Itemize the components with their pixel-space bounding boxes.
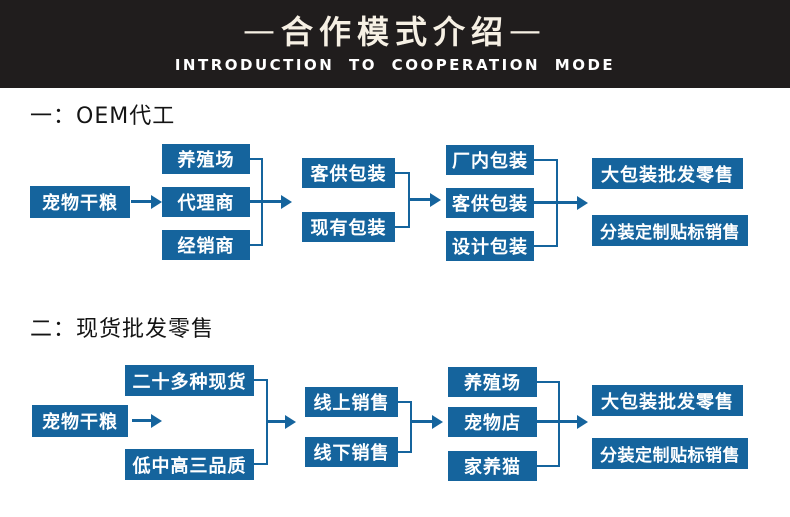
node-factory-packaging: 厂内包装 bbox=[446, 145, 534, 175]
title-dash-left: — bbox=[242, 11, 281, 50]
node-house-cat: 家养猫 bbox=[448, 451, 537, 481]
connector-line bbox=[537, 381, 560, 383]
page-title-text: 合作模式介绍 bbox=[280, 13, 509, 52]
connector-line bbox=[410, 420, 433, 423]
connector-line bbox=[537, 465, 560, 467]
arrow-icon bbox=[151, 195, 162, 209]
arrow-icon bbox=[430, 193, 441, 207]
connector-line bbox=[408, 198, 431, 201]
connector-line bbox=[131, 200, 152, 203]
node-custom-label-sales-1: 分装定制贴标销售 bbox=[592, 215, 748, 246]
connector-line bbox=[537, 420, 578, 423]
connector-line bbox=[254, 463, 268, 465]
connector-line bbox=[534, 245, 558, 247]
node-offline-sales: 线下销售 bbox=[305, 437, 398, 467]
section-title-oem: 一：OEM代工 bbox=[30, 104, 176, 129]
header-banner: —合作模式介绍— INTRODUCTION TO COOPERATION MOD… bbox=[0, 0, 790, 88]
node-customer-packaging-2: 客供包装 bbox=[446, 188, 534, 218]
node-existing-packaging: 现有包装 bbox=[302, 212, 395, 242]
node-distributor: 经销商 bbox=[162, 230, 250, 260]
connector-line bbox=[534, 201, 578, 204]
node-custom-label-sales-2: 分装定制贴标销售 bbox=[592, 438, 748, 469]
arrow-icon bbox=[577, 415, 588, 429]
node-quality-grades: 低中高三品质 bbox=[125, 449, 254, 480]
connector-line bbox=[254, 379, 268, 381]
connector-line bbox=[250, 200, 282, 203]
connector-line bbox=[395, 226, 409, 228]
node-pet-store: 宠物店 bbox=[448, 407, 537, 437]
node-pet-dry-food-1: 宠物干粮 bbox=[30, 186, 130, 218]
node-farm-2: 养殖场 bbox=[448, 367, 537, 397]
connector-line bbox=[250, 244, 263, 246]
connector-line bbox=[410, 401, 412, 453]
connector-line bbox=[266, 420, 286, 423]
arrow-icon bbox=[432, 415, 443, 429]
connector-line bbox=[395, 172, 409, 174]
connector-line bbox=[250, 158, 263, 160]
arrow-icon bbox=[281, 195, 292, 209]
connector-line bbox=[558, 381, 560, 467]
connector-line bbox=[398, 451, 412, 453]
arrow-icon bbox=[285, 415, 296, 429]
node-pet-dry-food-2: 宠物干粮 bbox=[32, 405, 128, 437]
node-design-packaging: 设计包装 bbox=[446, 231, 534, 261]
arrow-icon bbox=[151, 414, 162, 428]
node-bulk-wholesale-retail-2: 大包装批发零售 bbox=[592, 385, 743, 416]
node-bulk-wholesale-retail-1: 大包装批发零售 bbox=[592, 158, 743, 189]
connector-line bbox=[132, 419, 152, 422]
page-title: —合作模式介绍— bbox=[242, 11, 547, 52]
connector-line bbox=[534, 159, 558, 161]
node-farm-1: 养殖场 bbox=[162, 144, 250, 174]
node-customer-packaging-1: 客供包装 bbox=[302, 158, 395, 188]
node-online-sales: 线上销售 bbox=[305, 387, 398, 417]
arrow-icon bbox=[577, 196, 588, 210]
node-stock-variety: 二十多种现货 bbox=[125, 365, 254, 396]
connector-line bbox=[398, 401, 412, 403]
title-dash-right: — bbox=[509, 11, 547, 50]
page-subtitle: INTRODUCTION TO COOPERATION MODE bbox=[174, 55, 616, 74]
section-title-wholesale-retail: 二：现货批发零售 bbox=[30, 317, 215, 342]
node-agent: 代理商 bbox=[162, 187, 250, 217]
